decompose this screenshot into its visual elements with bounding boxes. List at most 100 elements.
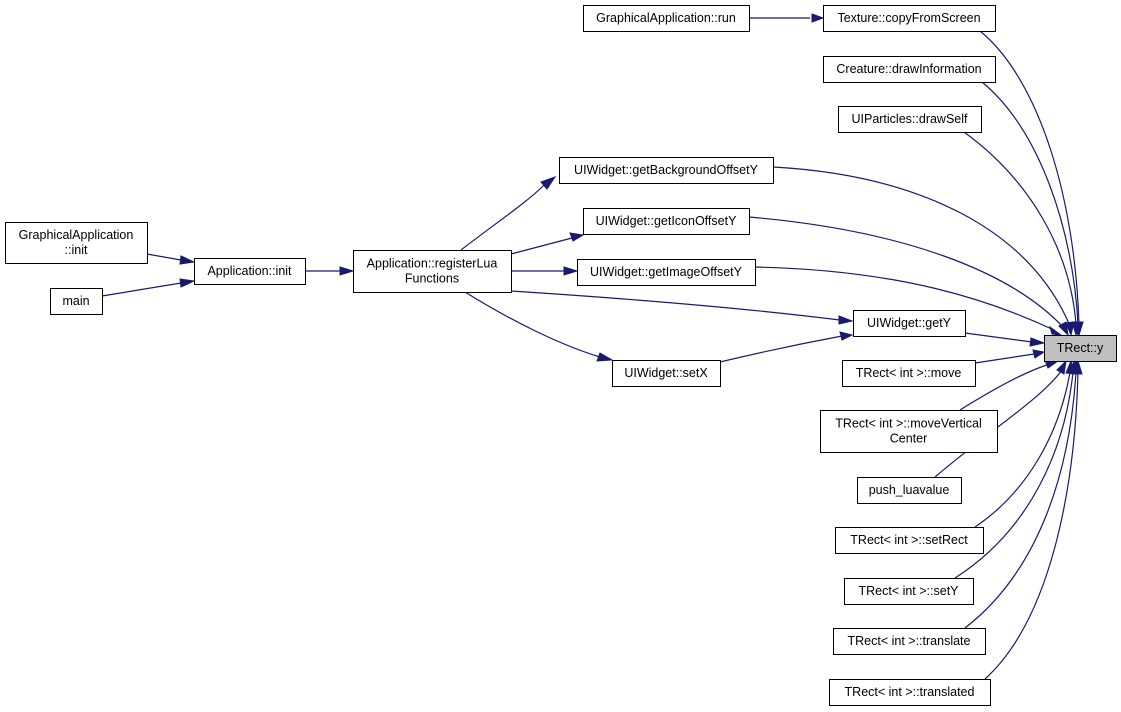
- node-main[interactable]: main: [50, 288, 103, 315]
- node-label: main: [62, 294, 89, 308]
- call-edge: [959, 363, 1051, 411]
- node-label: UIWidget::setX: [624, 366, 708, 380]
- node-label: Application::registerLua: [367, 257, 498, 271]
- call-edge: [963, 131, 1077, 325]
- call-edge: [984, 371, 1079, 680]
- node-label: TRect::y: [1057, 341, 1104, 355]
- call-edge: [964, 371, 1077, 629]
- arrowhead-icon: [596, 352, 614, 362]
- node-label: UIWidget::getImageOffsetY: [590, 265, 743, 279]
- call-edge: [101, 282, 182, 297]
- node-label: UIWidget::getBackgroundOffsetY: [574, 163, 759, 177]
- node-uiw-iconoffy[interactable]: UIWidget::getIconOffsetY: [583, 208, 750, 235]
- arrowhead-icon: [1073, 359, 1083, 375]
- node-box: [353, 250, 512, 293]
- arrowhead-icon: [339, 266, 355, 276]
- node-box: [5, 222, 148, 264]
- call-edge: [146, 253, 182, 261]
- call-edge: [748, 216, 1065, 329]
- node-label: TRect< int >::moveVertical: [835, 417, 982, 431]
- node-box: [844, 578, 974, 605]
- node-gfx-init[interactable]: GraphicalApplication::init: [5, 222, 148, 264]
- arrowhead-icon: [811, 13, 825, 23]
- node-label: TRect< int >::translate: [848, 634, 971, 648]
- node-box: [823, 5, 996, 32]
- node-trect-move[interactable]: TRect< int >::move: [842, 360, 976, 387]
- node-label: UIWidget::getY: [867, 316, 952, 330]
- call-edge: [974, 371, 1071, 528]
- node-label: GraphicalApplication::run: [596, 11, 736, 25]
- call-edge: [974, 353, 1035, 364]
- node-box: [1044, 335, 1117, 362]
- node-uiparticles-draw[interactable]: UIParticles::drawSelf: [838, 106, 982, 133]
- node-label: Application::init: [207, 264, 292, 278]
- node-trect-setrect[interactable]: TRect< int >::setRect: [835, 527, 984, 554]
- node-creature-draw[interactable]: Creature::drawInformation: [823, 56, 996, 83]
- node-label: UIParticles::drawSelf: [851, 112, 968, 126]
- node-box: [842, 360, 976, 387]
- node-app-init[interactable]: Application::init: [194, 258, 306, 285]
- node-label: push_luavalue: [869, 483, 950, 497]
- arrowhead-icon: [179, 278, 196, 288]
- arrowhead-icon: [563, 266, 579, 276]
- node-box: [612, 360, 721, 387]
- node-uiw-bgoffy[interactable]: UIWidget::getBackgroundOffsetY: [559, 157, 774, 184]
- node-label: Texture::copyFromScreen: [837, 11, 980, 25]
- arrowhead-icon: [1071, 321, 1081, 337]
- node-gfx-run[interactable]: GraphicalApplication::run: [583, 5, 750, 32]
- node-uiw-gety[interactable]: UIWidget::getY: [853, 310, 966, 337]
- node-trect-y[interactable]: TRect::y: [1044, 335, 1117, 362]
- arrowhead-icon: [1049, 325, 1063, 336]
- node-box: [583, 5, 750, 32]
- arrowhead-icon: [179, 255, 196, 265]
- node-label: Center: [890, 432, 928, 446]
- node-box: [583, 208, 750, 235]
- node-box: [838, 106, 982, 133]
- node-box: [853, 310, 966, 337]
- arrowhead-icon: [1065, 321, 1075, 337]
- node-label: TRect< int >::translated: [845, 685, 975, 699]
- call-edge: [954, 371, 1074, 579]
- arrowhead-icon: [838, 315, 854, 325]
- call-edge: [464, 291, 601, 358]
- node-label: TRect< int >::setY: [858, 584, 959, 598]
- call-edge: [981, 81, 1079, 325]
- node-uiw-setx[interactable]: UIWidget::setX: [612, 360, 721, 387]
- node-label: GraphicalApplication: [19, 228, 134, 242]
- node-label: TRect< int >::move: [856, 366, 962, 380]
- call-edge: [510, 237, 573, 255]
- arrowhead-icon: [1056, 359, 1067, 375]
- arrowhead-icon: [1029, 337, 1046, 347]
- arrowhead-icon: [569, 232, 585, 242]
- arrowhead-icon: [1058, 321, 1069, 337]
- node-box: [829, 679, 991, 706]
- call-edge: [964, 332, 1033, 343]
- node-box: [50, 288, 103, 315]
- arrowhead-icon: [839, 331, 854, 341]
- node-label: Creature::drawInformation: [836, 62, 981, 76]
- node-trect-translate[interactable]: TRect< int >::translate: [833, 628, 986, 655]
- node-uiw-imgoffy[interactable]: UIWidget::getImageOffsetY: [577, 259, 756, 286]
- call-edge: [719, 335, 843, 363]
- call-edge: [979, 30, 1080, 325]
- node-label: TRect< int >::setRect: [850, 533, 968, 547]
- call-edge: [510, 290, 841, 321]
- node-box: [194, 258, 306, 285]
- node-label: ::init: [65, 243, 88, 257]
- node-box: [857, 477, 962, 504]
- node-box: [820, 410, 998, 453]
- node-box: [835, 527, 984, 554]
- arrowhead-icon: [1032, 349, 1046, 359]
- node-tex-copy[interactable]: Texture::copyFromScreen: [823, 5, 996, 32]
- node-trect-translated[interactable]: TRect< int >::translated: [829, 679, 991, 706]
- node-trect-sety[interactable]: TRect< int >::setY: [844, 578, 974, 605]
- call-edge: [934, 369, 1063, 478]
- node-push-luavalue[interactable]: push_luavalue: [857, 477, 962, 504]
- arrowhead-icon: [540, 176, 557, 190]
- node-box: [833, 628, 986, 655]
- node-label: UIWidget::getIconOffsetY: [596, 214, 737, 228]
- call-edge: [754, 266, 1055, 331]
